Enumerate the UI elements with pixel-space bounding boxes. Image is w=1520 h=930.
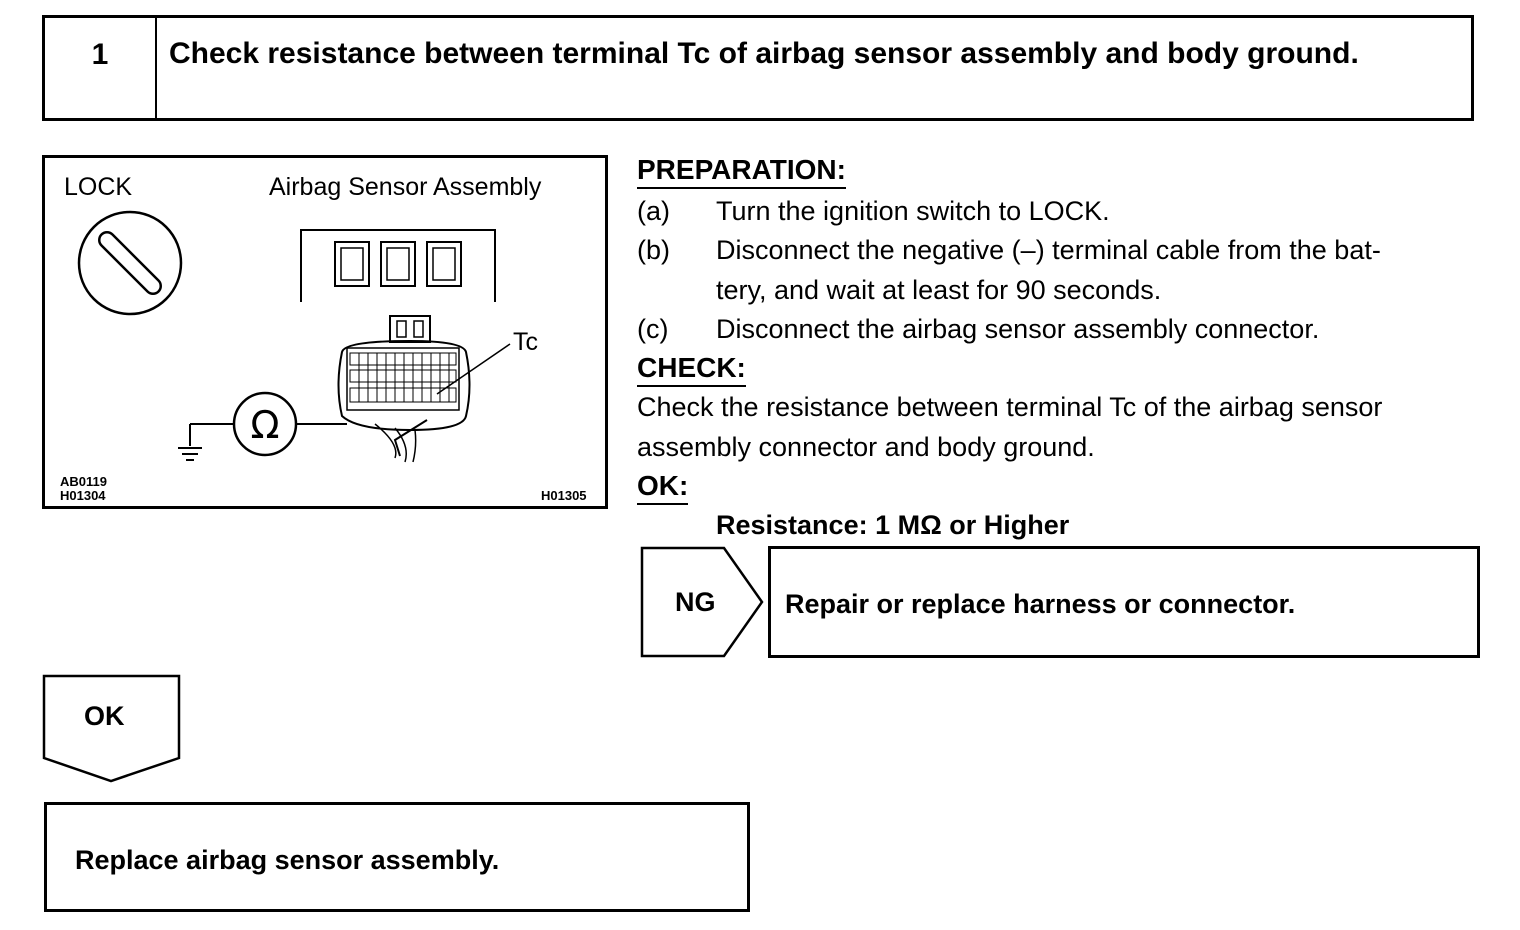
ok-standard-value: Resistance: 1 MΩ or Higher xyxy=(716,510,1070,540)
step-text: Disconnect the airbag sensor assembly co… xyxy=(716,314,1320,344)
ohm-symbol: Ω xyxy=(250,403,279,447)
step-letter: (b) xyxy=(637,235,670,265)
ok-label: OK xyxy=(84,701,125,731)
ng-action-box: Repair or replace harness or connector. xyxy=(768,546,1480,658)
terminal-tc-label: Tc xyxy=(513,328,538,356)
step-number: 1 xyxy=(45,18,157,118)
illustration-drawing: Ω xyxy=(77,210,511,463)
step-text: Disconnect the negative (–) terminal cab… xyxy=(716,235,1381,305)
figure-code: H01304 xyxy=(60,488,106,503)
final-action-text: Replace airbag sensor assembly. xyxy=(75,845,500,875)
step-header: 1 Check resistance between terminal Tc o… xyxy=(42,15,1474,121)
ok-heading: OK: xyxy=(637,470,689,505)
wiring-illustration: Ω LOCK Airbag Sensor Assembly Tc AB0119 … xyxy=(42,155,608,509)
check-heading: CHECK: xyxy=(637,352,746,387)
figure-code: H01305 xyxy=(541,488,587,503)
figure-code: AB0119 xyxy=(60,474,107,489)
step-title: Check resistance between terminal Tc of … xyxy=(169,37,1359,70)
step-text: Turn the ignition switch to LOCK. xyxy=(716,196,1110,226)
sensor-assembly-icon xyxy=(300,229,496,302)
ohmmeter-icon: Ω xyxy=(232,391,298,457)
final-action-box: Replace airbag sensor assembly. xyxy=(44,802,750,912)
step-letter: (a) xyxy=(637,196,670,226)
lock-label: LOCK xyxy=(64,173,133,201)
ng-action-text: Repair or replace harness or connector. xyxy=(785,589,1296,619)
ok-arrow-tag xyxy=(42,674,181,783)
body-ground-icon xyxy=(178,447,202,461)
test-lead-lines xyxy=(189,343,511,457)
preparation-heading: PREPARATION: xyxy=(637,154,846,189)
check-text: Check the resistance between terminal Tc… xyxy=(637,392,1383,462)
harness-connector-icon xyxy=(337,315,471,463)
step-letter: (c) xyxy=(637,314,669,344)
assembly-label: Airbag Sensor Assembly xyxy=(269,173,542,201)
ng-label: NG xyxy=(675,587,716,617)
ignition-lock-icon xyxy=(77,210,183,316)
ng-arrow-tag xyxy=(640,546,764,658)
